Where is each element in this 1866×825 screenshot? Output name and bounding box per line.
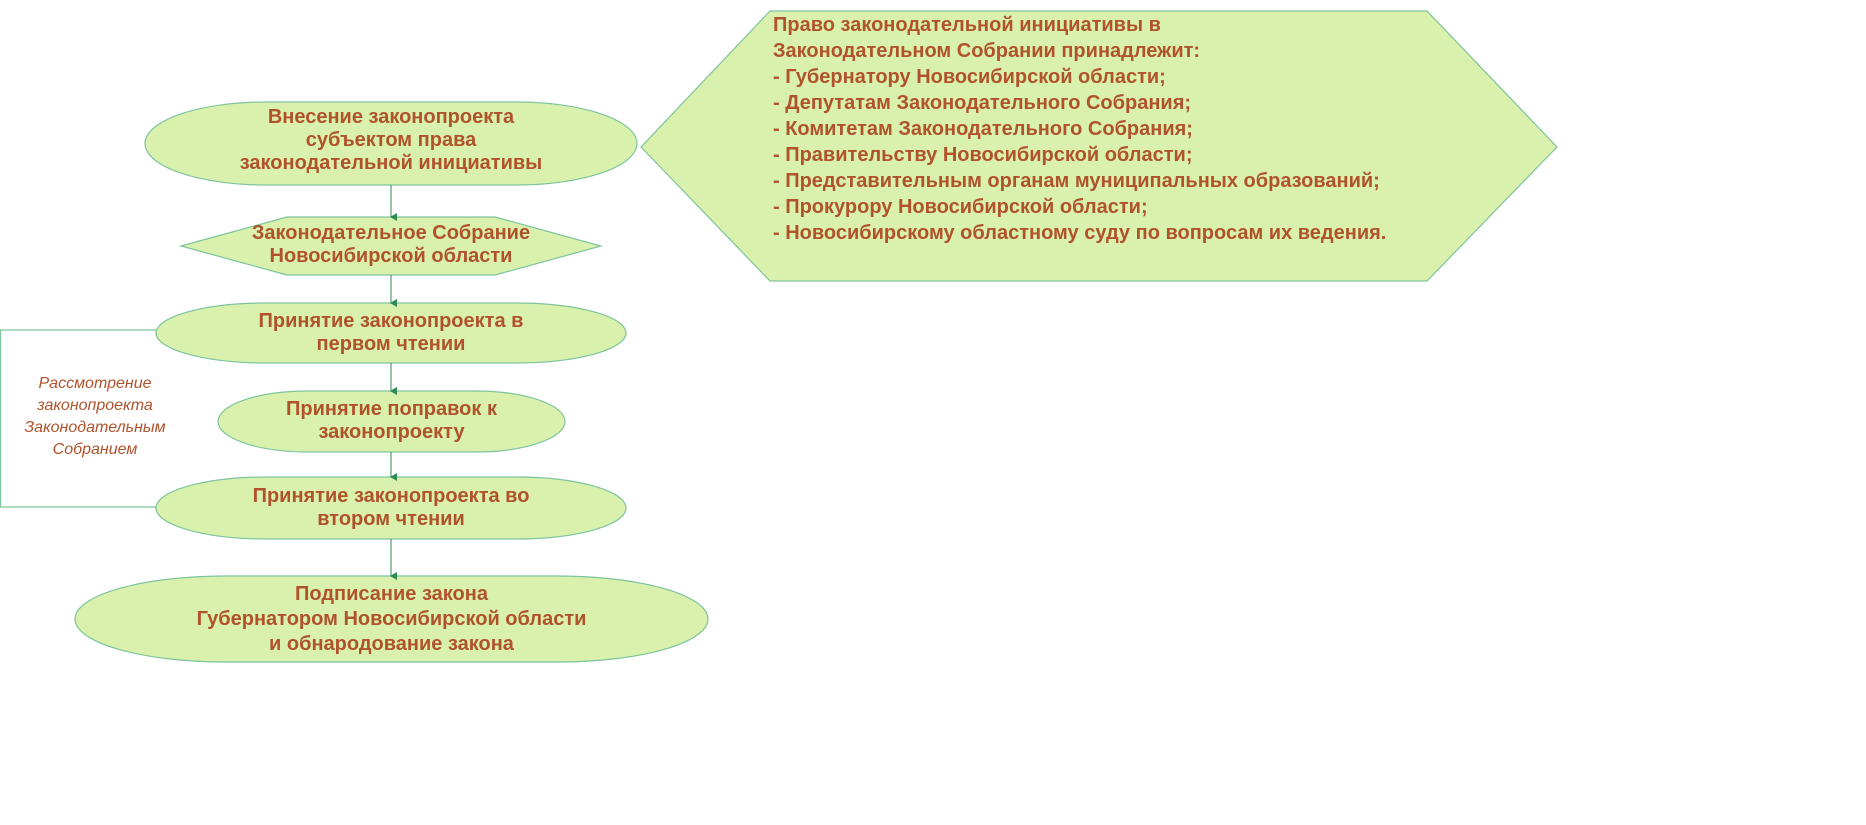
initiative-line: Законодательном Собрании принадлежит:: [773, 40, 1201, 62]
bracket-label-line: Собранием: [52, 441, 138, 458]
bracket-label-line: Законодательным: [24, 419, 166, 436]
step-6-line: и обнародование закона: [269, 633, 514, 655]
step-2-text: Законодательное Собрание Новосибирской о…: [181, 222, 601, 268]
step-6-line: Подписание закона: [295, 583, 488, 605]
review-bracket: [0, 329, 156, 508]
initiative-line: Право законодательной инициативы в: [773, 14, 1161, 36]
bracket-label: Рассмотрение законопроекта Законодательн…: [0, 373, 190, 461]
step-3-line: первом чтении: [316, 333, 466, 355]
step-2-line: Законодательное Собрание: [251, 222, 531, 244]
step-6-line: Губернатором Новосибирской области: [196, 608, 587, 630]
step-1-text: Внесение законопроекта субъектом права з…: [145, 106, 637, 175]
initiative-line: - Правительству Новосибирской области;: [773, 144, 1193, 166]
step-3-line: Принятие законопроекта в: [258, 310, 524, 332]
step-2-shape: [178, 216, 604, 276]
initiative-line: - Комитетам Законодательного Собрания;: [773, 118, 1193, 140]
bracket-label-line: законопроекта: [37, 397, 153, 414]
step-4-text: Принятие поправок к законопроекту: [218, 398, 565, 444]
initiative-line: - Новосибирскому областному суду по вопр…: [773, 222, 1387, 244]
step-3-text: Принятие законопроекта в первом чтении: [156, 310, 626, 356]
step-1-line: субъектом права: [305, 129, 477, 151]
step-1-line: законодательной инициативы: [239, 152, 543, 174]
step-1-line: Внесение законопроекта: [267, 106, 515, 128]
step-5-line: Принятие законопроекта во: [252, 485, 530, 507]
step-5-line: втором чтении: [317, 508, 465, 530]
initiative-text: Право законодательной инициативы в Закон…: [773, 12, 1386, 246]
initiative-line: - Губернатору Новосибирской области;: [773, 66, 1166, 88]
step-4-line: законопроекту: [318, 421, 465, 443]
step-2-line: Новосибирской области: [269, 245, 513, 267]
step-6-text: Подписание закона Губернатором Новосибир…: [75, 582, 708, 657]
initiative-shape: [640, 10, 1558, 282]
initiative-line: - Прокурору Новосибирской области;: [773, 196, 1148, 218]
bracket-label-line: Рассмотрение: [38, 375, 152, 392]
step-5-text: Принятие законопроекта во втором чтении: [156, 485, 626, 531]
initiative-line: - Депутатам Законодательного Собрания;: [773, 92, 1192, 114]
step-4-line: Принятие поправок к: [286, 398, 497, 420]
initiative-line: - Представительным органам муниципальных…: [773, 170, 1380, 192]
